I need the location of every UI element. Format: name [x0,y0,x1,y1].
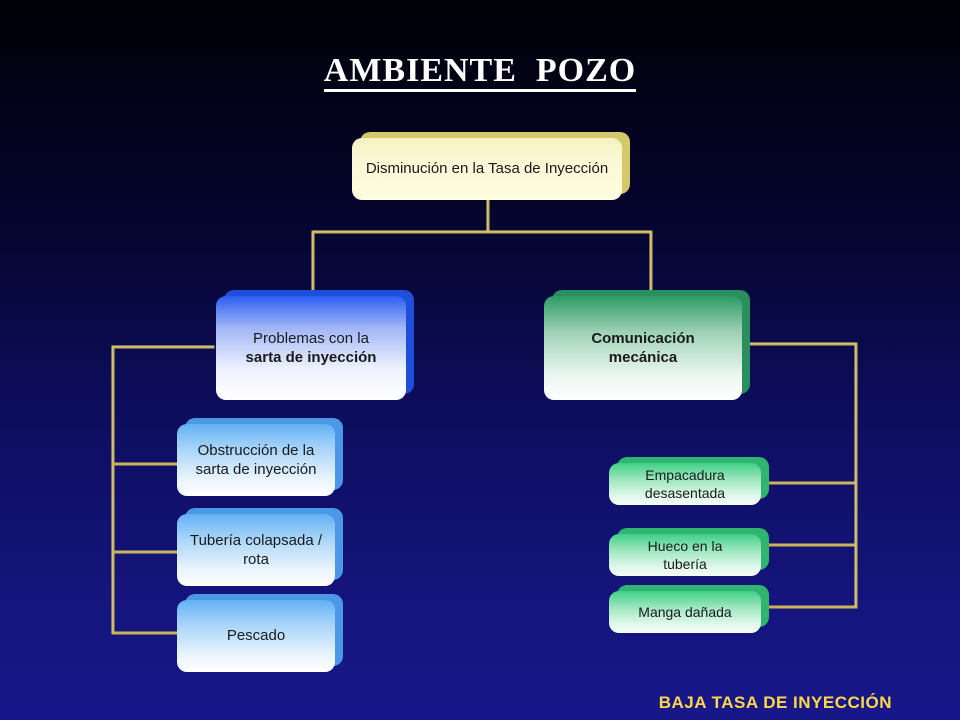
branch-node-comunicacion-label: Comunicación mecánica [544,296,742,400]
branch-problemas-line1: Problemas con la [253,329,369,347]
leaf-node-hueco: Hueco en la tubería [609,528,769,576]
branch-problemas-line2: sarta de inyección [245,349,377,366]
branch-node-problemas-face: Problemas con la sarta de inyección [216,296,406,400]
diagram-title: AMBIENTE POZO [0,52,960,92]
branch-node-comunicacion: Comunicación mecánica [544,290,750,400]
leaf-node-empacadura-label: Empacadura desasentada [609,463,761,505]
leaf-node-manga-label: Manga dañada [609,591,761,633]
footer-caption: BAJA TASA DE INYECCIÓN [658,693,892,712]
leaf-node-obstruccion: Obstrucción de la sarta de inyección [177,418,343,496]
leaf-node-hueco-label: Hueco en la tubería [609,534,761,576]
leaf-node-empacadura: Empacadura desasentada [609,457,769,505]
branch-node-problemas: Problemas con la sarta de inyección [216,290,414,400]
leaf-node-pescado: Pescado [177,594,343,672]
leaf-node-tuberia: Tubería colapsada / rota [177,508,343,586]
root-node: Disminución en la Tasa de Inyección [352,132,630,200]
leaf-node-pescado-label: Pescado [177,600,335,672]
leaf-node-tuberia-label: Tubería colapsada / rota [177,514,335,586]
leaf-node-manga: Manga dañada [609,585,769,633]
leaf-node-obstruccion-label: Obstrucción de la sarta de inyección [177,424,335,496]
root-node-label: Disminución en la Tasa de Inyección [352,138,622,200]
